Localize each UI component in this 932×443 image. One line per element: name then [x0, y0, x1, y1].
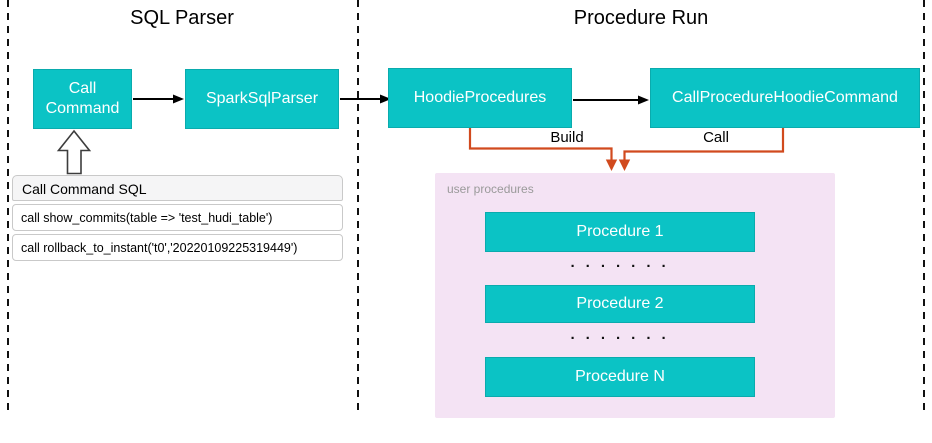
procedure-run-section-title: Procedure Run	[573, 7, 709, 29]
procedure-2-node: Procedure 2	[485, 285, 755, 323]
arrow-hoodieprocedures-to-callprocedure	[573, 95, 649, 105]
build-edge-label: Build	[535, 129, 599, 147]
sparksqlparser-node-label: SparkSqlParser	[205, 90, 319, 107]
ellipsis-dots: · · · · · · ·	[570, 330, 670, 347]
callprocedurehoodiecommand-node-label: CallProcedureHoodieCommand	[672, 89, 898, 106]
callprocedurehoodiecommand-node: CallProcedureHoodieCommand	[650, 68, 920, 128]
call-command-node-label: Call Command	[45, 80, 120, 117]
sql-box-header: Call Command SQL	[12, 175, 343, 201]
procedure-n-node: Procedure N	[485, 357, 755, 397]
sql-parser-section-title: SQL Parser	[130, 7, 234, 29]
call-edge-label: Call	[684, 129, 748, 147]
hoodieprocedures-node: HoodieProcedures	[388, 68, 572, 128]
procedure-1-node: Procedure 1	[485, 212, 755, 252]
ellipsis-dots: · · · · · · ·	[570, 258, 670, 275]
sparksqlparser-node: SparkSqlParser	[185, 69, 339, 129]
procedure-n-label: Procedure N	[575, 368, 665, 385]
sql-example-row: call show_commits(table => 'test_hudi_ta…	[12, 204, 343, 231]
procedure-2-label: Procedure 2	[576, 295, 664, 312]
procedure-1-label: Procedure 1	[576, 223, 664, 240]
sql-example-row: call rollback_to_instant('t0','202201092…	[12, 234, 343, 261]
user-procedures-container: user procedures Procedure 1 · · · · · · …	[435, 173, 835, 418]
hoodieprocedures-node-label: HoodieProcedures	[413, 89, 547, 106]
call-command-node: Call Command	[33, 69, 132, 129]
call-command-sql-box: Call Command SQL call show_commits(table…	[12, 175, 343, 261]
arrow-call-command-to-sparksqlparser	[133, 94, 184, 104]
arrow-sparksqlparser-to-hoodieprocedures	[340, 94, 391, 104]
hollow-up-arrow-icon	[56, 129, 92, 175]
user-procedures-label: user procedures	[447, 182, 534, 196]
